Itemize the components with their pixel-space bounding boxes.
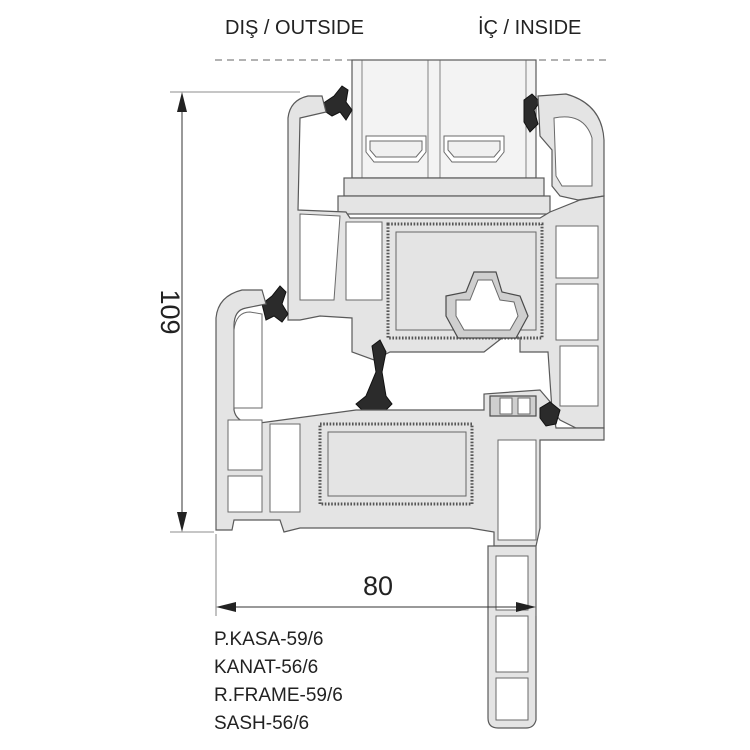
frame-profile bbox=[215, 289, 605, 547]
height-dimension-label: 109 bbox=[155, 289, 185, 334]
glazing-bead bbox=[537, 93, 605, 201]
sash-outer-gasket bbox=[261, 285, 289, 323]
outer-glazing-gasket bbox=[321, 85, 353, 121]
inside-sash-gasket bbox=[539, 401, 561, 427]
inner-glazing-gasket bbox=[523, 93, 541, 133]
glass-pane bbox=[337, 59, 551, 215]
width-dimension bbox=[215, 534, 537, 616]
profile-code-list: P.KASA-59/6 KANAT-56/6 R.FRAME-59/6 SASH… bbox=[214, 629, 343, 734]
profile-code: SASH-56/6 bbox=[214, 713, 309, 734]
inside-label: İÇ / INSIDE bbox=[478, 16, 581, 39]
height-dimension bbox=[170, 91, 300, 533]
profile-code: R.FRAME-59/6 bbox=[214, 685, 343, 706]
center-seal-gasket bbox=[355, 339, 393, 413]
outside-label: DIŞ / OUTSIDE bbox=[225, 17, 364, 39]
frame-extension bbox=[487, 545, 537, 729]
profile-code: P.KASA-59/6 bbox=[214, 629, 324, 650]
width-dimension-label: 80 bbox=[363, 571, 393, 601]
profile-code: KANAT-56/6 bbox=[214, 657, 318, 678]
